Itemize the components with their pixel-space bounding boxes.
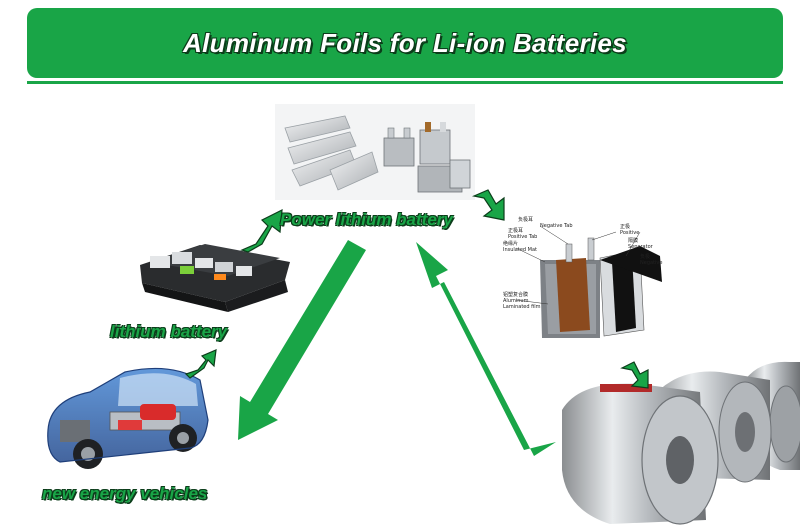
arrow-power-to-car (238, 240, 366, 440)
cell-label-negative: Negative (640, 260, 662, 266)
banner-underline (27, 81, 783, 84)
cell-label-film-1: Aluminum (503, 298, 529, 304)
label-power-lithium-battery: Power lithium battery (280, 210, 453, 229)
cell-label-negative-tab: Negative Tab (540, 223, 573, 229)
battery-pack-icon (140, 244, 290, 312)
arrow-car-to-pack (184, 349, 217, 379)
battery-cells-icon (275, 104, 475, 200)
cell-label-separator-cn: 隔膜 (628, 237, 638, 244)
cell-label-insulated-cn: 绝缘片 (503, 240, 518, 247)
cell-label-positive-cn: 正极 (620, 223, 630, 230)
cell-label-separator: Separator (628, 244, 654, 250)
cell-label-positive-tab-cn: 正极耳 (508, 227, 523, 234)
cell-label-positive: Positive (620, 230, 639, 236)
arrow-pack-to-power (240, 208, 283, 253)
label-lithium-battery: lithium battery (110, 322, 228, 341)
page-title: Aluminum Foils for Li-ion Batteries (183, 27, 627, 58)
ev-car-icon (47, 367, 209, 469)
label-new-energy-vehicles: new energy vehicles (42, 484, 208, 503)
arrow-foil-to-power (416, 242, 556, 456)
cell-label-film-cn: 铝塑复合膜 (503, 291, 528, 298)
arrow-cells-to-section (471, 189, 505, 221)
cell-label-insulated: Insulated Mat (503, 247, 537, 253)
title-banner: Aluminum Foils for Li-ion Batteries (27, 8, 783, 78)
cell-label-positive-tab: Positive Tab (508, 234, 537, 240)
arrow-section-to-foil (620, 361, 649, 389)
cell-label-negative-cn: 负极 (640, 253, 650, 260)
foil-rolls-icon (562, 361, 800, 525)
cell-label-tab-cn: 负极耳 (518, 216, 533, 223)
cell-cross-section-icon: 负极耳 Negative Tab 正极耳 Positive Tab 正极 Pos… (500, 215, 670, 345)
cell-label-film-2: Laminated film (503, 304, 541, 310)
